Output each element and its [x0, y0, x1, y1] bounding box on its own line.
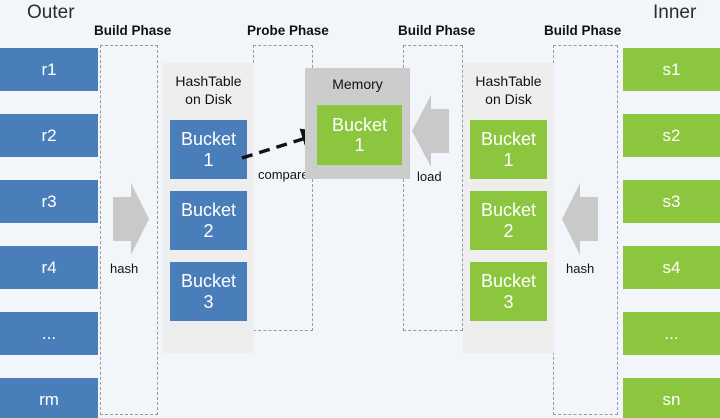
- phase-label-build-2: Build Phase: [398, 23, 476, 38]
- hash-arrow-right-icon: [562, 183, 598, 255]
- bucket-name: Bucket: [180, 200, 237, 221]
- bucket-index: 1: [203, 149, 214, 170]
- inner-row-label: s2: [662, 125, 681, 145]
- inner-row-0: s1: [623, 48, 720, 91]
- bucket-name: Bucket: [480, 200, 537, 221]
- outer-hashtable-title-line1: HashTable: [175, 73, 242, 89]
- outer-row-label: r3: [41, 191, 57, 211]
- inner-row-1: s2: [623, 114, 720, 157]
- inner-row-2: s3: [623, 180, 720, 223]
- phase-label-build-1: Build Phase: [94, 23, 172, 38]
- phase-frame-build-1: [100, 45, 158, 415]
- outer-bucket-2: Bucket 2: [170, 191, 247, 250]
- outer-row-1: r2: [0, 114, 98, 157]
- inner-row-label: sn: [662, 389, 681, 409]
- inner-row-label: s4: [662, 257, 681, 277]
- outer-row-4: ...: [0, 312, 98, 355]
- inner-bucket-3: Bucket 3: [470, 262, 547, 321]
- inner-row-3: s4: [623, 246, 720, 289]
- outer-relation-title: Outer: [27, 2, 75, 23]
- memory-title: Memory: [332, 76, 383, 92]
- inner-row-5: sn: [623, 378, 720, 418]
- inner-hashtable-title: HashTable on Disk: [463, 73, 554, 108]
- hash-label-right: hash: [566, 261, 595, 276]
- bucket-index: 2: [203, 220, 214, 241]
- phase-frame-build-2: [403, 45, 463, 331]
- load-arrow-icon: [412, 95, 449, 167]
- compare-label: compare: [258, 167, 309, 182]
- bucket-index: 3: [503, 291, 514, 312]
- outer-bucket-1: Bucket 1: [170, 120, 247, 179]
- memory-bucket-1: Bucket 1: [317, 105, 402, 165]
- compare-arrow-icon: [241, 128, 326, 160]
- bucket-index: 1: [503, 149, 514, 170]
- hash-arrow-left-icon: [113, 183, 149, 255]
- bucket-name: Bucket: [331, 114, 388, 135]
- bucket-index: 2: [503, 220, 514, 241]
- bucket-name: Bucket: [180, 271, 237, 292]
- bucket-index: 3: [203, 291, 214, 312]
- inner-row-label: ...: [664, 323, 679, 343]
- bucket-name: Bucket: [480, 271, 537, 292]
- outer-row-label: ...: [41, 323, 57, 343]
- outer-hashtable-title-line2: on Disk: [185, 90, 232, 107]
- outer-row-0: r1: [0, 48, 98, 91]
- inner-row-label: s3: [662, 191, 681, 211]
- outer-row-3: r4: [0, 246, 98, 289]
- bucket-name: Bucket: [480, 129, 537, 150]
- inner-hashtable-title-line2: on Disk: [485, 90, 532, 107]
- outer-row-label: r2: [41, 125, 57, 145]
- bucket-name: Bucket: [180, 129, 237, 150]
- bucket-index: 1: [354, 135, 365, 155]
- outer-row-5: rm: [0, 378, 98, 418]
- phase-label-build-3: Build Phase: [544, 23, 622, 38]
- outer-row-2: r3: [0, 180, 98, 223]
- outer-row-label: r1: [41, 59, 57, 79]
- outer-row-label: rm: [39, 389, 59, 409]
- inner-bucket-2: Bucket 2: [470, 191, 547, 250]
- hash-label-left: hash: [110, 261, 139, 276]
- phase-label-probe: Probe Phase: [247, 23, 329, 38]
- inner-bucket-1: Bucket 1: [470, 120, 547, 179]
- inner-relation-title: Inner: [653, 2, 697, 23]
- outer-hashtable-title: HashTable on Disk: [163, 73, 254, 108]
- inner-row-4: ...: [623, 312, 720, 355]
- load-label: load: [417, 169, 442, 184]
- outer-row-label: r4: [41, 257, 57, 277]
- inner-row-label: s1: [662, 59, 681, 79]
- outer-bucket-3: Bucket 3: [170, 262, 247, 321]
- phase-frame-probe: [253, 45, 313, 331]
- inner-hashtable-title-line1: HashTable: [475, 73, 542, 89]
